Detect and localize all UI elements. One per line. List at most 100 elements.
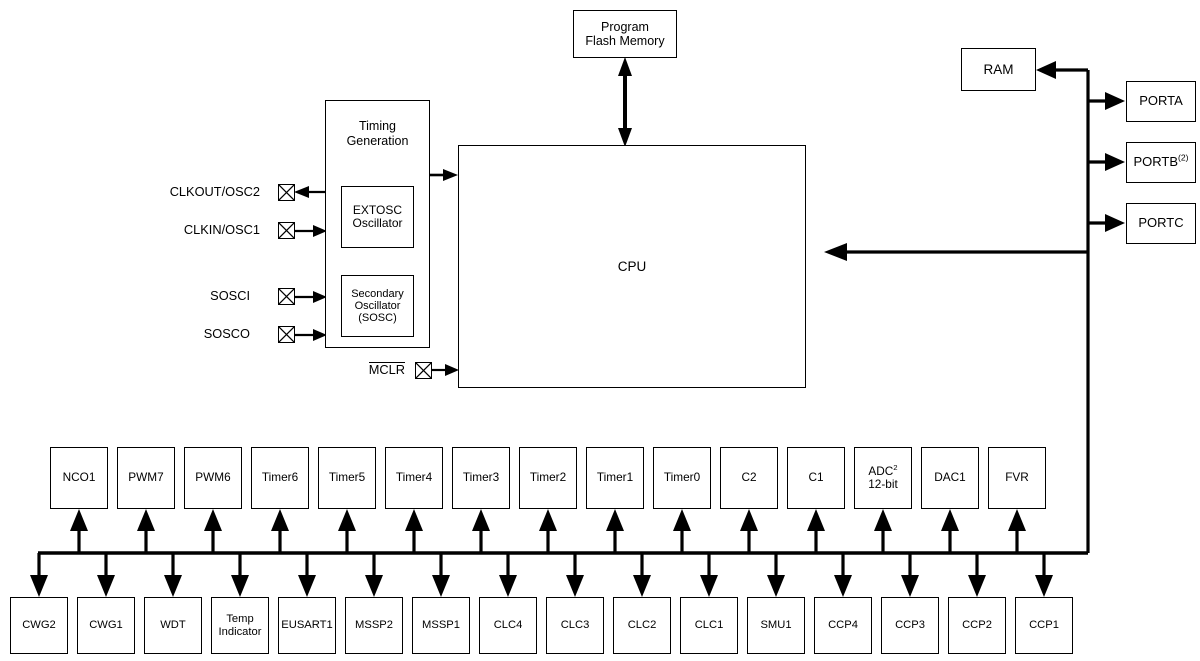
peripheral-top-label: DAC1 [932, 471, 967, 484]
peripheral-bottom-line1: CCP3 [895, 619, 925, 632]
peripheral-top-nco1: NCO1 [50, 447, 108, 509]
peripheral-bottom-line2: Indicator [218, 625, 262, 638]
pin-label-mclr: MCLR [280, 362, 405, 378]
peripheral-top-line1: Timer2 [529, 470, 567, 485]
peripheral-bottom-line1: Temp [226, 612, 254, 625]
extosc-label: EXTOSC Oscillator [350, 202, 404, 231]
peripheral-top-label: Timer5 [327, 471, 367, 484]
peripheral-top-timer1: Timer1 [586, 447, 644, 509]
peripheral-bottom-ccp3: CCP3 [881, 597, 939, 654]
portc-text: PORTC [1138, 215, 1184, 231]
program-flash-memory-block: Program Flash Memory [573, 10, 677, 58]
pin-label-clkout: CLKOUT/OSC2 [169, 184, 260, 199]
peripheral-bottom-line1: CCP4 [828, 619, 858, 632]
peripheral-bottom-line1: WDT [160, 619, 186, 632]
peripheral-top-c1: C1 [787, 447, 845, 509]
peripheral-top-pwm6: PWM6 [184, 447, 242, 509]
peripheral-top-timer3: Timer3 [452, 447, 510, 509]
sosc-line1: Secondary [351, 287, 404, 300]
extosc-line2: Oscillator [352, 216, 403, 230]
peripheral-bottom-line1: CWG1 [89, 619, 123, 632]
pin-label-clkin: CLKIN/OSC1 [183, 222, 260, 237]
peripheral-bottom-label: CWG2 [20, 619, 58, 632]
extosc-line1: EXTOSC [352, 202, 403, 217]
porta-text: PORTA [1139, 93, 1183, 109]
peripheral-bottom-label: CCP4 [826, 619, 860, 632]
pin-square-x-icon-mclr [415, 362, 432, 379]
peripheral-top-line1: Timer4 [395, 470, 433, 485]
peripheral-top-line1: C1 [808, 470, 824, 485]
portb-footnote: (2) [1178, 152, 1189, 163]
peripheral-top-label: PWM7 [126, 471, 165, 484]
peripheral-bottom-line1: CWG2 [22, 619, 56, 632]
peripheral-bottom-line1: CLC2 [627, 619, 657, 632]
peripheral-top-line1: Timer6 [261, 470, 299, 485]
peripheral-top-line2: 12-bit [868, 477, 898, 491]
timing-title-line2: Generation [346, 133, 409, 148]
peripheral-top-label: Timer2 [528, 471, 568, 484]
peripheral-top-pwm7: PWM7 [117, 447, 175, 509]
pin-label-sosci: SOSCI [210, 288, 250, 303]
peripheral-bottom-label: SMU1 [758, 619, 793, 632]
peripheral-bottom-eusart1: EUSART1 [278, 597, 336, 654]
pin-square-x-icon-clkin [278, 222, 295, 239]
port-block-portc: PORTC [1126, 203, 1196, 244]
porta-label: PORTA [1137, 93, 1185, 109]
peripheral-top-label: Timer6 [260, 471, 300, 484]
peripheral-bottom-label: EUSART1 [279, 619, 334, 632]
program-flash-line1: Program [601, 20, 649, 34]
peripheral-top-footnote: 2 [893, 462, 898, 472]
portb-text: PORTB [1133, 154, 1179, 170]
mclr-label-overlined: MCLR [368, 362, 405, 377]
peripheral-top-line1: DAC1 [934, 470, 966, 485]
pin-label-sosco: SOSCO [203, 326, 250, 341]
peripheral-top-line1: Timer3 [462, 470, 500, 485]
peripheral-bottom-ccp2: CCP2 [948, 597, 1006, 654]
peripheral-bottom-label: CCP3 [893, 619, 927, 632]
pin-square-x-icon-sosci [278, 288, 295, 305]
sosc-line2: Oscillator [354, 299, 401, 312]
peripheral-top-label: C2 [739, 471, 758, 484]
peripheral-top-timer0: Timer0 [653, 447, 711, 509]
peripheral-top-timer4: Timer4 [385, 447, 443, 509]
peripheral-top-timer5: Timer5 [318, 447, 376, 509]
peripheral-top-label: Timer1 [595, 471, 635, 484]
peripheral-bottom-line1: MSSP2 [355, 619, 393, 632]
sosc-line3: (SOSC) [358, 312, 397, 325]
sosc-label: Secondary Oscillator (SOSC) [349, 288, 406, 325]
pin-square-x-icon-sosco [278, 326, 295, 343]
peripheral-bottom-label: CWG1 [87, 619, 125, 632]
peripheral-bottom-mssp1: MSSP1 [412, 597, 470, 654]
peripheral-top-label: C1 [806, 471, 825, 484]
peripheral-top-label: PWM6 [193, 471, 232, 484]
peripheral-bottom-wdt: WDT [144, 597, 202, 654]
port-block-portb: PORTB(2) [1126, 142, 1196, 183]
cpu-block: CPU [458, 145, 806, 388]
peripheral-bottom-line1: SMU1 [760, 619, 792, 632]
peripheral-top-label: Timer3 [461, 471, 501, 484]
peripheral-bottom-label: CLC3 [559, 619, 592, 632]
peripheral-top-label: Timer4 [394, 471, 434, 484]
peripheral-bottom-line1: CLC4 [493, 619, 523, 632]
peripheral-top-c2: C2 [720, 447, 778, 509]
extosc-oscillator-block: EXTOSC Oscillator [341, 186, 414, 248]
pin-square-x-icon-clkout [278, 184, 295, 201]
timing-title-line1: Timing [358, 119, 397, 133]
peripheral-bottom-ccp1: CCP1 [1015, 597, 1073, 654]
program-flash-line2: Flash Memory [585, 34, 665, 48]
peripheral-top-label: Timer0 [662, 471, 702, 484]
portb-label: PORTB(2) [1131, 152, 1190, 170]
peripheral-bottom-label: MSSP1 [420, 619, 462, 632]
peripheral-bottom-line1: CLC3 [560, 619, 590, 632]
peripheral-top-label: NCO1 [61, 471, 98, 484]
peripheral-bottom-label: CLC2 [626, 619, 659, 632]
peripheral-top-label: FVR [1003, 471, 1031, 484]
peripheral-top-line1: Timer1 [596, 470, 634, 485]
secondary-oscillator-block: Secondary Oscillator (SOSC) [341, 275, 414, 337]
peripheral-bottom-label: CLC4 [492, 619, 525, 632]
